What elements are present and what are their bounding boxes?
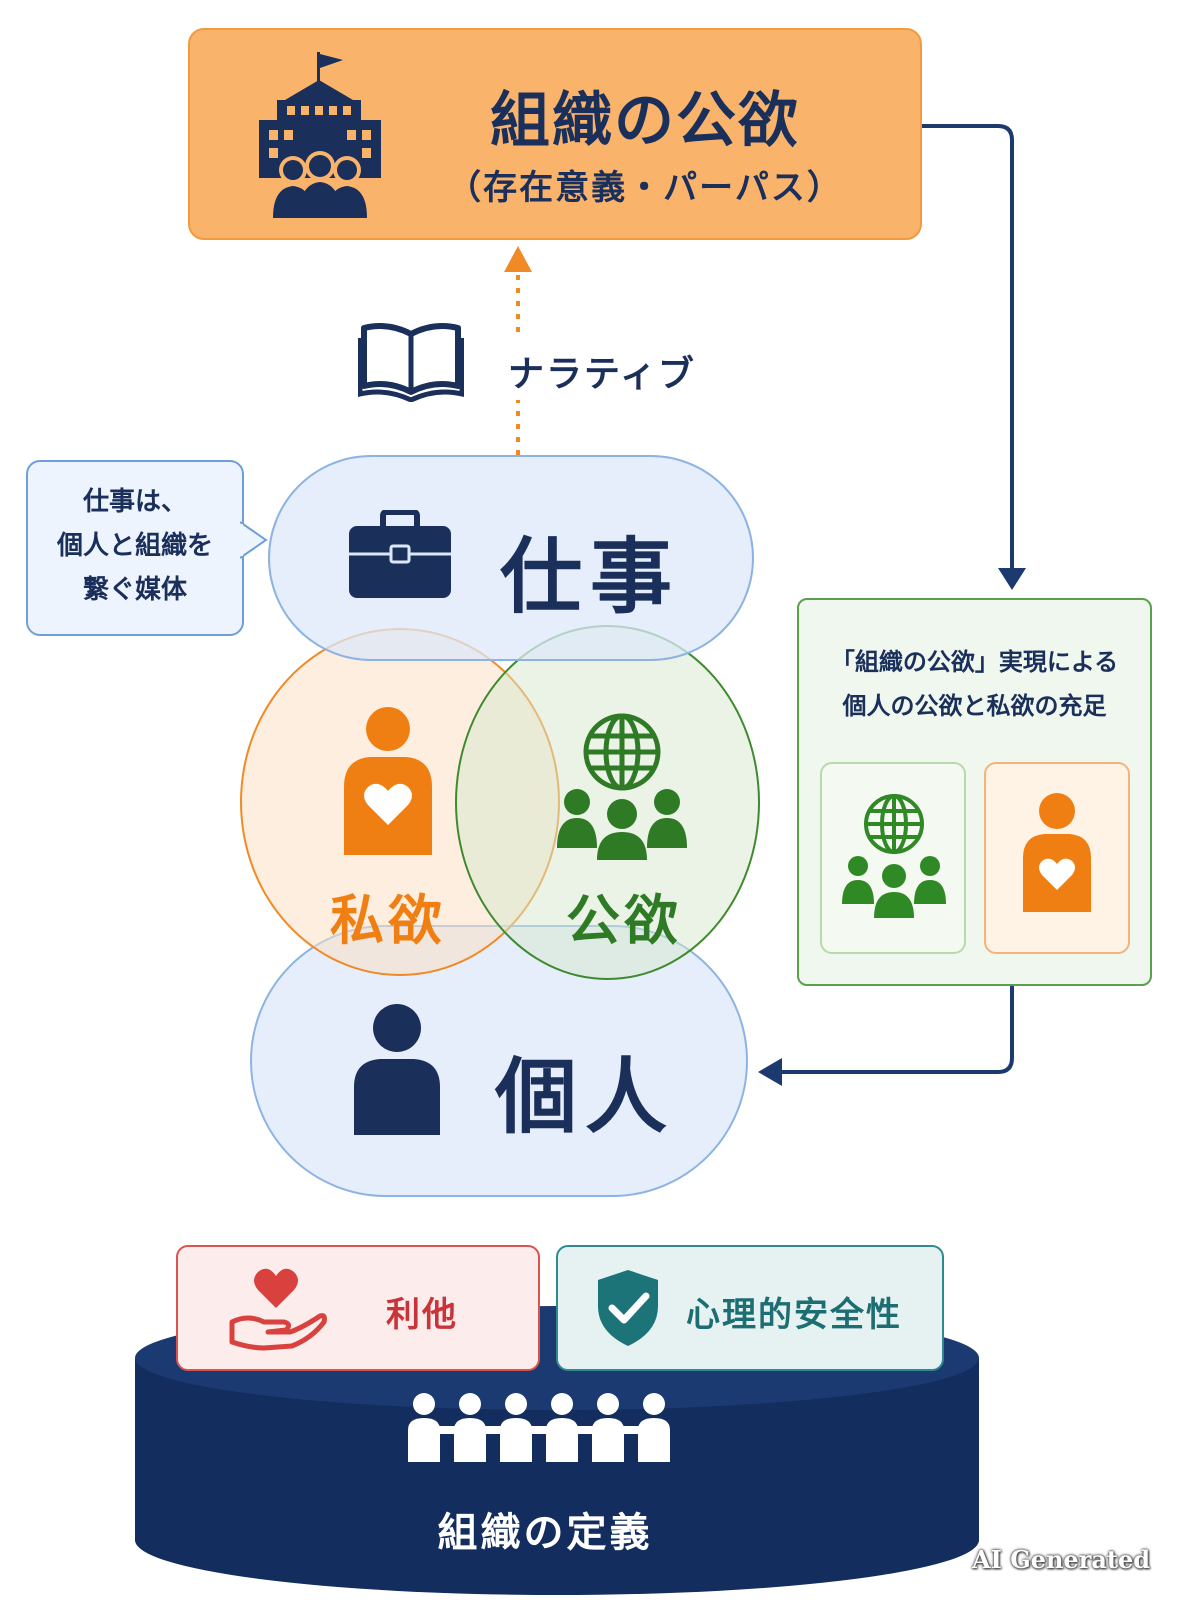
fulfillment-line-2: 個人の公欲と私欲の充足 [842, 692, 1107, 720]
fulfillment-line-1: 「組織の公欲」実現による [830, 648, 1119, 676]
organization-definition-label: 組織の定義 [437, 1510, 653, 1556]
psychological-safety-label: 心理的安全性 [686, 1295, 902, 1335]
work-description-text: 仕事は、 個人と組織を 繋ぐ媒体 [26, 480, 244, 612]
bubble-pointer [240, 521, 268, 559]
private-desire-label: 私欲 [330, 889, 446, 952]
flow-arrow-left-head [758, 1058, 782, 1086]
briefcase-icon [349, 510, 451, 598]
narrative-arrow-head [504, 246, 532, 272]
people-row-icon [408, 1393, 670, 1462]
open-book-icon [358, 323, 464, 402]
person-heart-icon [344, 707, 432, 855]
shield-check-icon [598, 1270, 658, 1346]
person-heart-small-icon [1023, 793, 1091, 912]
public-desire-label: 公欲 [566, 889, 682, 952]
public-desire-circle [455, 625, 760, 980]
bubble-line-2: 個人と組織を [56, 531, 213, 561]
globe-people-icon [557, 713, 687, 860]
organization-purpose-subtitle: （存在意義・パーパス） [447, 168, 843, 208]
globe-people-small-icon [842, 794, 946, 918]
school-building-icon [259, 52, 381, 218]
person-icon [354, 1004, 440, 1135]
individual-label: 個人 [495, 1050, 676, 1145]
narrative-label: ナラティブ [508, 354, 696, 395]
ai-generated-watermark: AI Generated [972, 1545, 1151, 1574]
flow-arrow-down-head [998, 568, 1026, 590]
work-label: 仕事 [500, 530, 681, 625]
bubble-line-1: 仕事は、 [82, 487, 187, 517]
heart-hand-icon [229, 1268, 327, 1351]
altruism-label: 利他 [386, 1295, 458, 1335]
fulfillment-public-card [820, 762, 966, 954]
organization-purpose-title: 組織の公欲 [490, 86, 800, 156]
flow-arrow-down [922, 124, 1014, 568]
bubble-line-3: 繋ぐ媒体 [82, 575, 187, 605]
flow-arrow-left [780, 986, 1014, 1074]
altruism-card [176, 1245, 540, 1371]
fulfillment-text: 「組織の公欲」実現による 個人の公欲と私欲の充足 [797, 640, 1152, 728]
